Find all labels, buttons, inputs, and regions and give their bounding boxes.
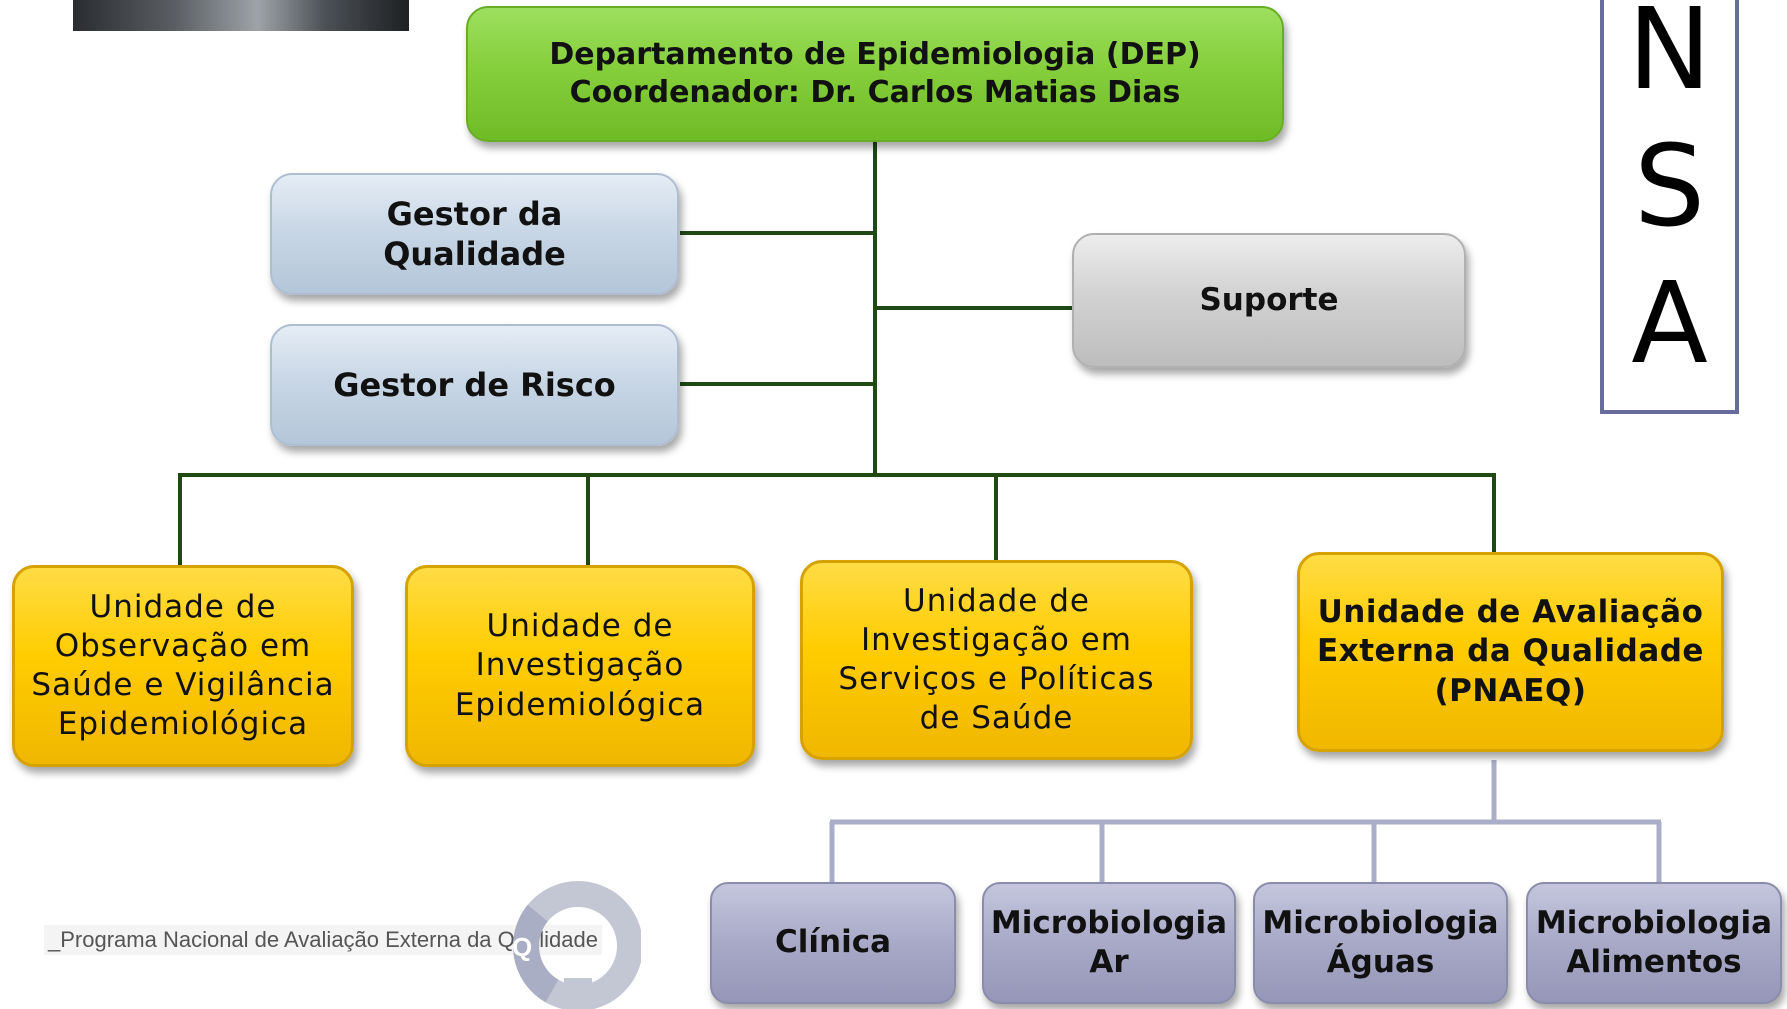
side-letter: S xyxy=(1633,122,1706,252)
dep-box: Departamento de Epidemiologia (DEP) Coor… xyxy=(466,6,1284,142)
unit-epidemiological-line: Unidade de xyxy=(486,608,674,645)
unit-health-services-line: Serviços e Políticas xyxy=(838,661,1155,697)
unit-epidemiological-line: Epidemiológica xyxy=(454,686,706,723)
risk-manager-label: Gestor de Risco xyxy=(333,365,616,404)
unit-health-services-box: Unidade de Investigação em Serviços e Po… xyxy=(800,560,1193,760)
sub-unit-alimentos-line: Microbiologia xyxy=(1535,904,1773,941)
support-label: Suporte xyxy=(1199,281,1339,318)
unit-observation-line: Saúde e Vigilância xyxy=(31,667,335,703)
quality-manager-box: Gestor da Qualidade xyxy=(270,173,679,295)
unit-epidemiological-research-box: Unidade de Investigação Epidemiológica xyxy=(405,565,755,767)
sub-unit-aguas-line: Microbiologia xyxy=(1262,904,1499,941)
unit-pnaeq-line: Externa da Qualidade xyxy=(1317,633,1704,670)
logo-letter: Q xyxy=(512,932,532,962)
sub-unit-ar-line: Ar xyxy=(1089,944,1129,980)
unit-observation-line: Observação em xyxy=(54,627,312,664)
unit-health-services-line: Unidade de xyxy=(903,582,1090,619)
unit-health-services-line: Investigação em xyxy=(861,621,1132,658)
sub-unit-alimentos-box: Microbiologia Alimentos xyxy=(1526,882,1782,1004)
unit-observation-line: Unidade de xyxy=(89,588,277,625)
dep-coordinator: Coordenador: Dr. Carlos Matias Dias xyxy=(569,75,1181,110)
risk-manager-box: Gestor de Risco xyxy=(270,324,679,446)
sub-unit-clinica-label: Clínica xyxy=(775,924,891,961)
side-letter: A xyxy=(1631,259,1708,389)
unit-health-services-line: de Saúde xyxy=(919,700,1074,737)
sub-unit-aguas-box: Microbiologia Águas xyxy=(1253,882,1508,1004)
unit-pnaeq-box: Unidade de Avaliação Externa da Qualidad… xyxy=(1297,552,1724,752)
header-photo xyxy=(73,0,409,31)
quality-manager-line2: Qualidade xyxy=(383,235,566,273)
pnaeq-logo-icon: Q xyxy=(512,881,641,1009)
unit-observation-line: Epidemiológica xyxy=(57,706,309,743)
sub-unit-ar-box: Microbiologia Ar xyxy=(982,882,1236,1004)
unit-epidemiological-line: Investigação xyxy=(475,647,685,684)
sub-unit-ar-line: Microbiologia xyxy=(990,904,1228,941)
unit-pnaeq-line: Unidade de Avaliação xyxy=(1317,594,1704,631)
program-footer-text: _Programa Nacional de Avaliação Externa … xyxy=(44,925,602,955)
sub-unit-aguas-line: Águas xyxy=(1326,944,1435,980)
dep-title: Departamento de Epidemiologia (DEP) xyxy=(549,37,1201,73)
sub-unit-alimentos-line: Alimentos xyxy=(1566,944,1742,980)
nsa-side-label: N S A xyxy=(1600,0,1739,414)
sub-unit-clinica-box: Clínica xyxy=(710,882,956,1004)
unit-observation-box: Unidade de Observação em Saúde e Vigilân… xyxy=(12,565,354,767)
quality-manager-line1: Gestor da xyxy=(386,194,563,233)
unit-pnaeq-line: (PNAEQ) xyxy=(1434,672,1587,709)
side-letter: N xyxy=(1627,0,1712,115)
support-box: Suporte xyxy=(1072,233,1466,368)
